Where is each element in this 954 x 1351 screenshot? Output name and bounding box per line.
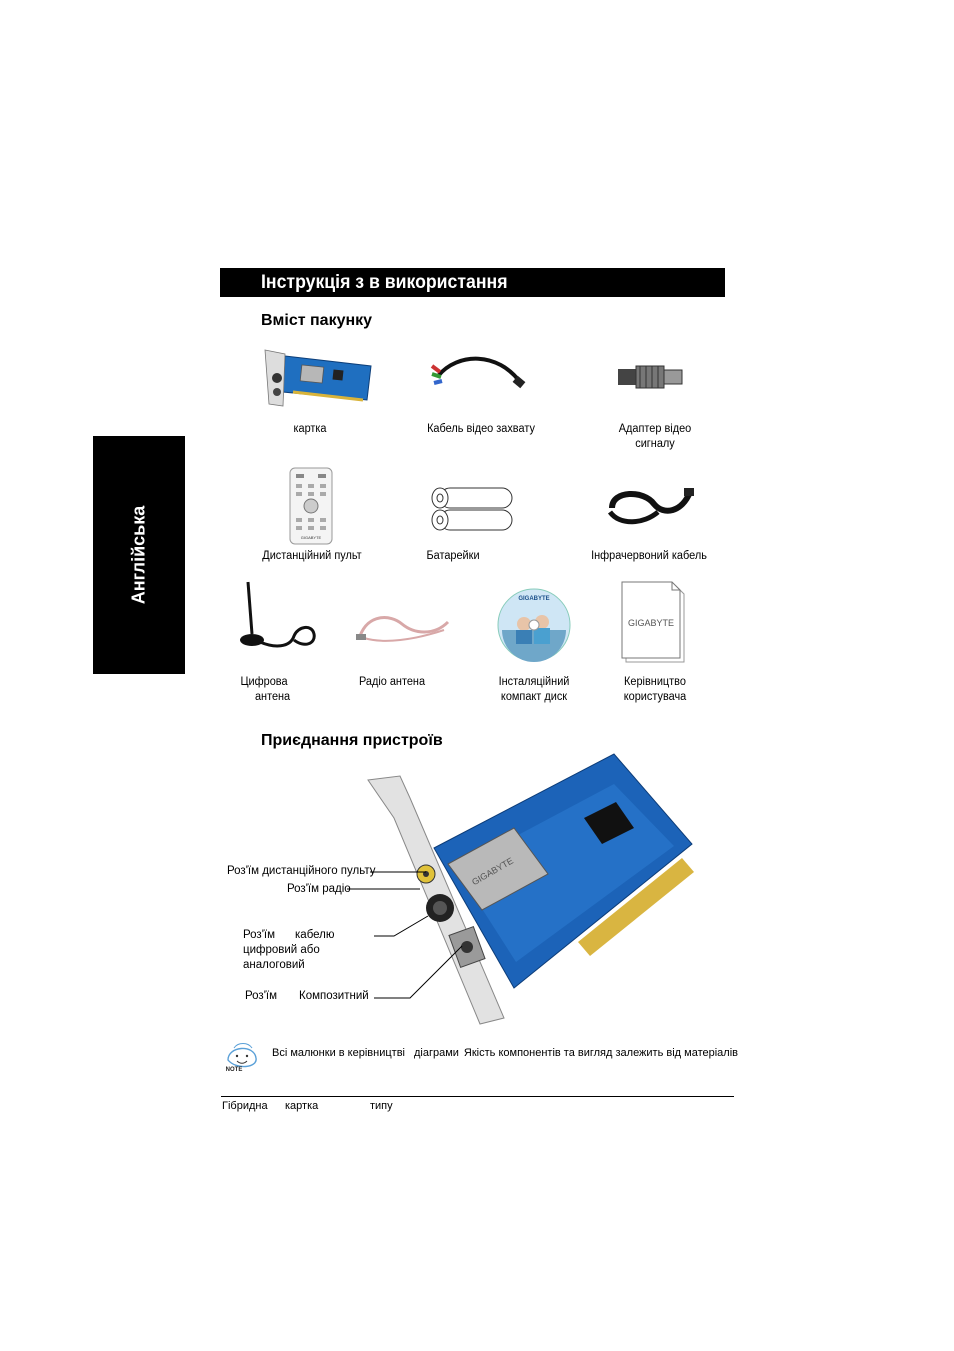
item-label-remote: Дистанційний пульт xyxy=(262,550,362,562)
language-side-tab: Англійська xyxy=(93,436,185,674)
ir-cable-image xyxy=(607,488,694,525)
capture-cable-image xyxy=(430,356,526,389)
cd-brand: GIGABYTE xyxy=(518,596,549,602)
installation-cd-image: GIGABYTE xyxy=(497,588,571,662)
radio-antenna-image xyxy=(356,616,450,642)
footer-text-b: картка xyxy=(285,1100,319,1112)
footer-rule xyxy=(221,1096,734,1097)
connection-section-title: Приєднання пристроїв xyxy=(261,732,443,749)
item-label-batteries: Батарейки xyxy=(426,550,480,562)
remote-control-image: GIGABYTE xyxy=(289,467,333,545)
item-label-capture-cable: Кабель відео захвату xyxy=(427,423,535,435)
package-section-title: Вміст пакунку xyxy=(261,312,373,329)
callout-remote-port: Роз'їм дистанційного пульту xyxy=(227,865,376,877)
digital-antenna-image xyxy=(240,581,316,648)
tv-card-image xyxy=(264,349,372,407)
manual-brand: GIGABYTE xyxy=(628,618,674,628)
page-title: Інструкція з в використання xyxy=(261,272,508,293)
note-icon: NOTE xyxy=(226,1043,257,1073)
item-label-card: картка xyxy=(293,423,327,435)
footer-text-a: Гібридна xyxy=(222,1100,268,1112)
footer-text-c: типу xyxy=(370,1100,393,1112)
tv-card-connection-image: GIGABYTE xyxy=(367,753,694,1025)
item-label-ir-cable: Інфрачервоний кабель xyxy=(591,550,707,562)
note-icon-text: NOTE xyxy=(226,1067,243,1073)
batteries-image xyxy=(431,487,513,531)
video-adapter-image xyxy=(618,365,683,389)
remote-brand: GIGABYTE xyxy=(301,535,322,540)
user-manual-image: GIGABYTE xyxy=(621,581,685,663)
item-label-radio-antenna: Радіо антена xyxy=(358,676,426,688)
callout-radio-port: Роз'їм радіо xyxy=(287,883,351,895)
page-title-banner: Інструкція з в використання xyxy=(220,268,725,297)
